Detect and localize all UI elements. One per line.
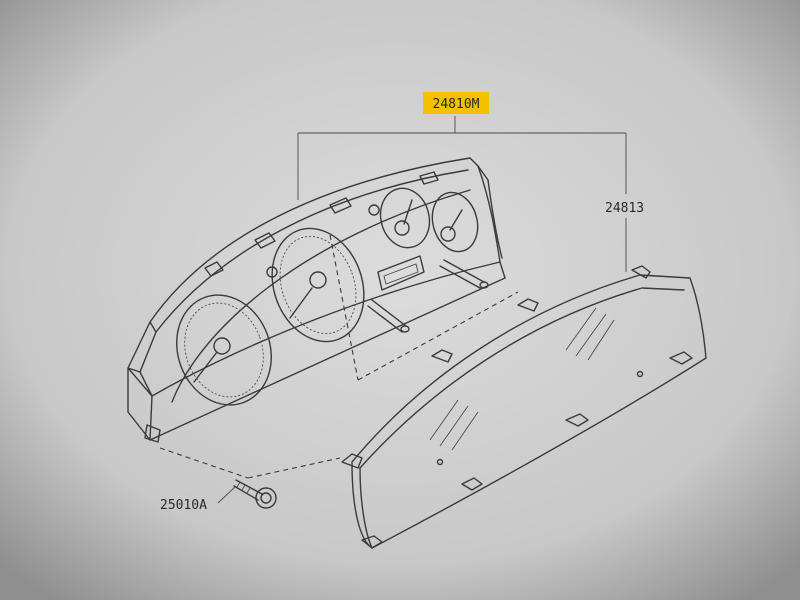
cluster-lens-cover — [341, 265, 707, 549]
screw-part-number: 25010A — [160, 498, 207, 513]
assembly-part-number: 24810M — [433, 97, 480, 112]
assembly-leader-lines — [297, 116, 627, 272]
tachometer-gauge — [266, 227, 365, 343]
mounting-screw — [217, 479, 277, 509]
reset-pins — [367, 259, 489, 333]
assembly-callout-highlight — [423, 92, 489, 114]
speedometer-gauge — [176, 294, 272, 406]
alignment-dashed-lines — [159, 234, 519, 479]
small-gauge-left — [368, 187, 431, 249]
lens-part-number: 24813 — [605, 201, 644, 216]
small-gauge-right — [431, 191, 479, 253]
odometer-window — [377, 255, 425, 291]
cluster-housing — [127, 157, 506, 443]
